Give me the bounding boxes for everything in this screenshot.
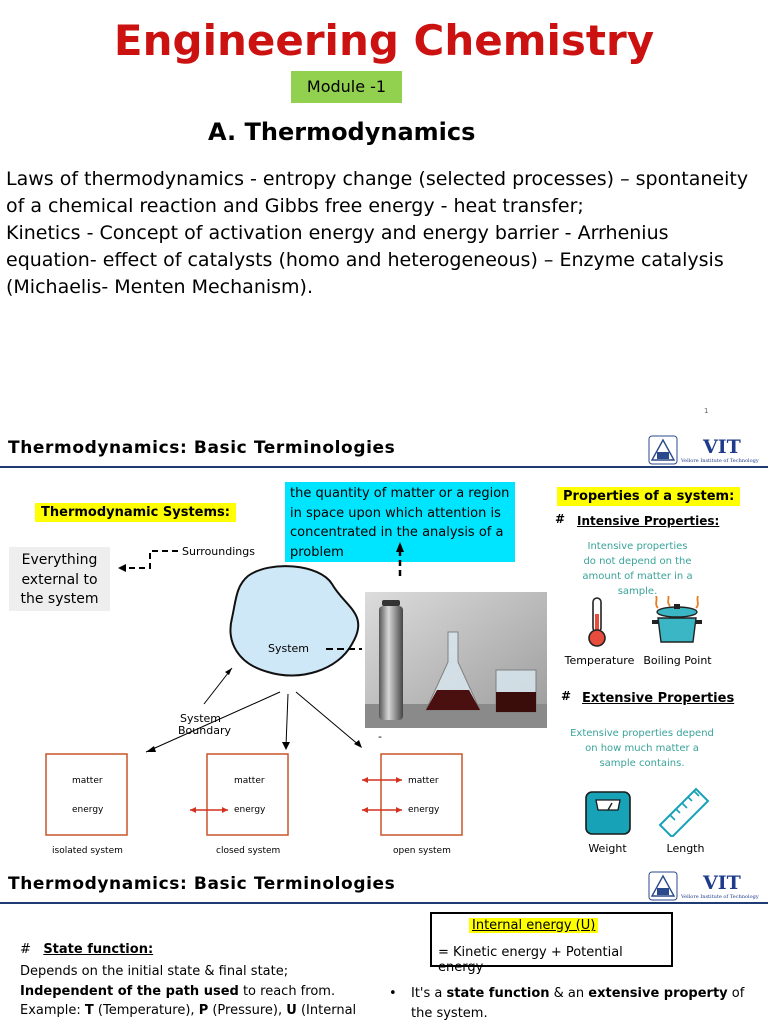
state-function-heading: # State function: [20, 942, 154, 957]
thermometer-icon [588, 597, 606, 647]
system-blob [229, 565, 360, 677]
intensive-desc: Intensive properties do not depend on th… [582, 541, 693, 597]
surroundings-label: Surroundings [182, 545, 255, 558]
isolated-box [45, 753, 128, 836]
svg-text:matter: matter [234, 776, 265, 786]
vit-logo: VIT Vellore Institute of Technology [648, 871, 759, 901]
properties-label: Properties of a system: [557, 487, 741, 506]
svg-text:matter: matter [408, 776, 439, 786]
extensive-item-length: Length [666, 842, 705, 855]
state-function-body: Depends on the initial state & final sta… [20, 964, 357, 1018]
slide-header: Thermodynamics: Basic Terminologies VIT … [0, 432, 768, 468]
slide-heading: Thermodynamics: Basic Terminologies [8, 874, 396, 894]
closed-caption: closed system [216, 846, 280, 856]
intensive-title: Intensive Properties: [577, 514, 720, 528]
svg-text:energy: energy [72, 805, 104, 815]
system-diagram: Surroundings System System Boundary - ma… [45, 542, 463, 856]
title-slide: Engineering Chemistry Module -1 A. Therm… [0, 0, 768, 432]
boundary-label-1: System [180, 712, 221, 725]
state-function-title: State function: [43, 942, 154, 957]
intensive-item-boiling-point: Boiling Point [643, 654, 712, 667]
terminology-slide-1: Thermodynamics: Basic Terminologies VIT … [0, 432, 768, 864]
svg-text:energy: energy [408, 805, 440, 815]
internal-energy-equation: = Kinetic energy + Potential energy [438, 945, 623, 975]
svg-text:energy: energy [234, 805, 266, 815]
open-caption: open system [393, 846, 451, 856]
page-number: 1 [704, 407, 709, 415]
open-box [380, 753, 463, 836]
scale-icon [585, 791, 631, 835]
extensive-title: Extensive Properties [582, 691, 735, 706]
intensive-item-temperature: Temperature [564, 654, 635, 667]
svg-text:matter: matter [72, 776, 103, 786]
syllabus-text: Laws of thermodynamics - entropy change … [6, 166, 762, 301]
closed-box [206, 753, 289, 836]
systems-label: Thermodynamic Systems: [35, 503, 236, 522]
surroundings-pointer [126, 550, 178, 569]
terminology-slide-2: Thermodynamics: Basic Terminologies VIT … [0, 864, 768, 1024]
module-badge: Module -1 [291, 71, 402, 103]
section-heading: A. Thermodynamics [208, 118, 476, 146]
ruler-icon [658, 787, 710, 837]
surroundings-definition: Everything external to the system [9, 547, 110, 611]
logo-text: VIT [702, 872, 741, 894]
syllabus-kinetics: Kinetics - Concept of activation energy … [6, 222, 724, 298]
logo-subtext: Vellore Institute of Technology [680, 458, 759, 464]
logo-text: VIT [702, 436, 741, 458]
system-definition: the quantity of matter or a region in sp… [285, 482, 515, 562]
lab-glassware-photo [365, 592, 547, 728]
header-divider [0, 902, 768, 904]
slide-title: Engineering Chemistry [113, 16, 655, 65]
header-divider [0, 466, 768, 468]
slide-heading: Thermodynamics: Basic Terminologies [8, 438, 396, 458]
system-label: System [268, 642, 309, 655]
vit-logo: VIT Vellore Institute of Technology [648, 435, 759, 465]
extensive-item-weight: Weight [588, 842, 627, 855]
dash-note: - [378, 730, 382, 743]
extensive-desc: Extensive properties depend on how much … [570, 728, 714, 769]
syllabus-thermodynamics: Laws of thermodynamics - entropy change … [6, 168, 749, 217]
isolated-caption: isolated system [52, 846, 123, 856]
internal-energy-box: Internal energy (U) = Kinetic energy + P… [430, 912, 673, 975]
boundary-label-2: Boundary [178, 724, 231, 737]
slide-header: Thermodynamics: Basic Terminologies VIT … [0, 868, 768, 904]
boiling-pot-icon [652, 596, 702, 643]
internal-energy-title: Internal energy (U) [469, 918, 599, 933]
logo-subtext: Vellore Institute of Technology [680, 894, 759, 900]
